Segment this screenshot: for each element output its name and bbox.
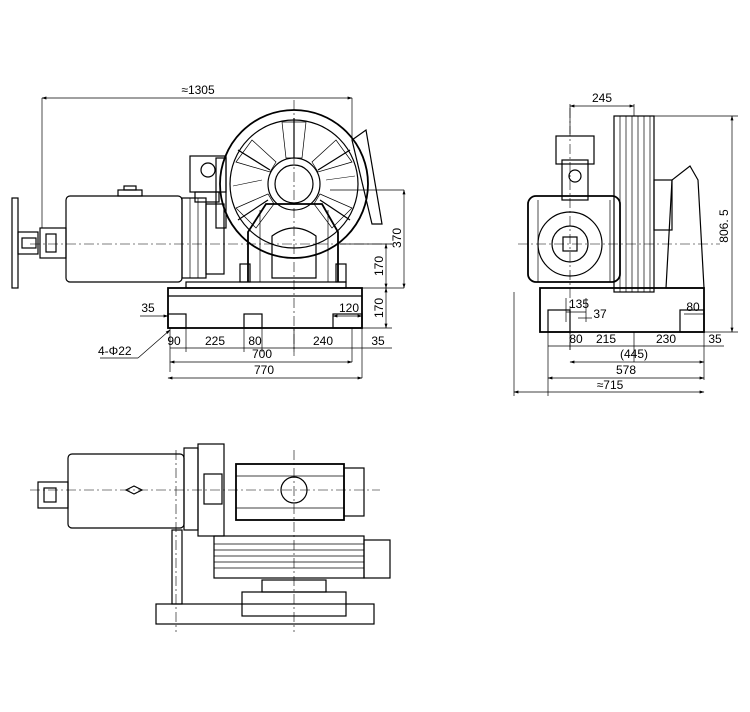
dim-right-offset: 35 <box>708 332 722 346</box>
dim-span-c: 240 <box>313 334 333 348</box>
dim-span-b: 230 <box>656 332 676 346</box>
rope-guard <box>351 128 383 225</box>
dim-span-b: 80 <box>248 334 262 348</box>
dim-total-height: 806. 5 <box>717 209 731 243</box>
motor <box>39 185 225 283</box>
dim-height-upper: 370 <box>390 228 404 248</box>
dim-foot-width: 120 <box>339 301 359 315</box>
dim-foot-left: 80 <box>569 332 583 346</box>
dim-overall-width: ≈715 <box>597 378 624 392</box>
dim-inner-b: 37 <box>593 307 607 321</box>
dim-center-span: (445) <box>620 347 648 361</box>
dim-foot-right: 80 <box>686 300 700 314</box>
dim-inner-a: 135 <box>569 297 589 311</box>
dim-base-width: 578 <box>616 363 636 377</box>
top-view <box>30 443 391 632</box>
dim-base-length: 770 <box>254 363 274 377</box>
dim-left-offset: 35 <box>141 301 155 315</box>
sheave-grooves <box>613 115 655 293</box>
side-view: 245 806. 5 135 37 80 215 230 35 80 (445)… <box>513 91 738 396</box>
front-view: ≈1305 370 170 170 35 120 90 225 80 240 3… <box>11 83 406 380</box>
dim-span-a: 215 <box>596 332 616 346</box>
hole-callout: 4-Φ22 <box>98 344 132 358</box>
brake-disc <box>11 197 39 289</box>
dim-height-mid: 170 <box>372 256 386 276</box>
dim-span-a: 225 <box>205 334 225 348</box>
base-frame <box>167 281 363 329</box>
dim-overall-length: ≈1305 <box>181 83 215 97</box>
brake-assembly <box>189 155 227 229</box>
dim-height-base: 170 <box>372 298 386 318</box>
dim-right-offset: 35 <box>371 334 385 348</box>
dim-foot-offset: 90 <box>167 334 181 348</box>
dim-bolt-spacing: 700 <box>252 347 272 361</box>
gearbox <box>239 203 347 283</box>
dim-top-width: 245 <box>592 91 612 105</box>
